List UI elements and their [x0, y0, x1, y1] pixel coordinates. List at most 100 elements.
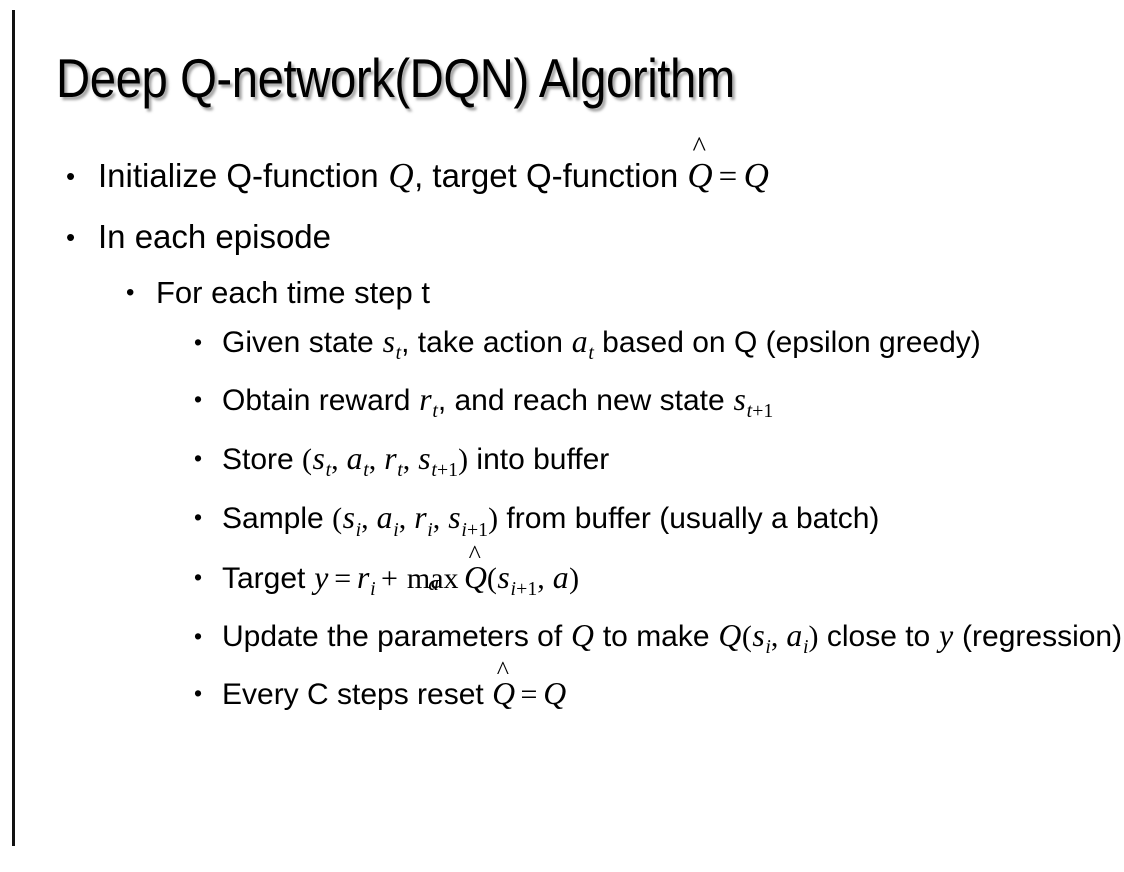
bullet-marker: •	[194, 563, 203, 590]
bullet-text: In each episode	[98, 218, 332, 255]
math-sep: ,	[537, 561, 553, 595]
math-var-s: s	[448, 500, 461, 536]
bullet-for-each-time-step: • For each time step t	[0, 267, 1124, 319]
bullet-sample-batch: • Sample (si, ai, ri, si+1) from buffer …	[0, 494, 1124, 553]
math-var-q: Q	[543, 675, 567, 711]
math-qhat-base: Q	[687, 156, 713, 195]
math-equals: =	[718, 159, 738, 195]
math-paren-open: (	[486, 561, 497, 595]
bullet-text-tail: (regression)	[953, 619, 1123, 653]
math-qhat: ^Q	[492, 657, 516, 717]
bullet-text-pre: Initialize Q-function	[98, 157, 388, 194]
math-var-a: a	[786, 617, 803, 653]
bullet-text-mid: to make	[594, 619, 718, 653]
math-var-q2: Q	[743, 156, 769, 195]
math-qhat: ^Q	[463, 541, 487, 601]
math-sub-i: i	[355, 518, 362, 541]
math-sep: ,	[361, 502, 377, 536]
math-sub-t: t	[431, 459, 437, 482]
math-sub-t: t	[432, 400, 438, 423]
math-var-s: s	[497, 559, 510, 595]
bullet-marker: •	[194, 622, 203, 649]
math-var-q: Q	[571, 617, 594, 653]
math-paren-open: (	[302, 443, 313, 477]
math-var-q2: Q	[718, 617, 742, 653]
math-sub-t: t	[325, 459, 332, 482]
math-var-a: a	[571, 324, 588, 359]
math-paren-open: (	[741, 619, 752, 653]
math-var-s: s	[312, 441, 325, 477]
math-paren-close: )	[488, 502, 499, 536]
math-sub-i: i	[765, 635, 771, 658]
math-var-y: y	[314, 559, 329, 595]
math-hat-accent: ^	[468, 539, 481, 569]
math-paren-open: (	[332, 502, 343, 536]
math-max-label: max	[406, 561, 459, 595]
bullet-text: For each time step t	[156, 275, 430, 310]
bullet-marker: •	[194, 679, 203, 706]
math-sep: ,	[398, 502, 414, 536]
math-sep: ,	[432, 502, 448, 536]
math-var-a: a	[346, 441, 363, 477]
math-sub-t: t	[395, 342, 402, 365]
math-sub-t: t	[588, 342, 594, 365]
bullet-given-state: • Given state st, take action at based o…	[0, 319, 1124, 376]
bullet-marker: •	[126, 279, 135, 306]
bullet-text: Given state st, take action at based on …	[222, 324, 981, 364]
math-var-s: s	[418, 441, 431, 477]
bullet-text-mid: , and reach new state	[437, 384, 734, 418]
bullet-update-parameters: • Update the parameters of Q to make Q(s…	[0, 613, 1124, 670]
math-equals: =	[334, 561, 352, 595]
math-var-y: y	[939, 617, 954, 653]
math-equals: =	[520, 677, 538, 711]
math-hat-accent: ^	[692, 130, 706, 163]
bullet-initialize: • Initialize Q-function Q, target Q-func…	[0, 133, 1124, 207]
bullet-reset-target-network: • Every C steps reset ^Q=Q	[0, 657, 1124, 718]
math-sub-i: i	[427, 518, 433, 541]
bullet-text-mid: , take action	[401, 326, 572, 359]
math-sep: ,	[368, 443, 384, 477]
math-sub-i: i	[510, 577, 516, 600]
bullet-store-transition: • Store (st, at, rt, st+1) into buffer	[0, 435, 1124, 494]
math-sub-t: t	[363, 459, 369, 482]
bullet-text-pre: Sample	[222, 502, 333, 536]
bullet-text-pre: Obtain reward	[222, 384, 419, 418]
math-sub-plus-one: +1	[516, 577, 538, 600]
math-sub-i: i	[461, 518, 467, 541]
bullet-text-mid: , target Q-function	[414, 157, 688, 194]
bullet-marker: •	[194, 445, 203, 472]
math-var-r: r	[414, 500, 427, 536]
math-sub-plus-one: +1	[467, 518, 489, 541]
math-var-r: r	[419, 382, 432, 418]
bullet-text: Every C steps reset ^Q=Q	[222, 657, 567, 711]
math-var-s: s	[752, 617, 765, 653]
bullet-text-post: close to	[818, 619, 939, 653]
bullet-text-pre: Update the parameters of	[222, 619, 571, 653]
math-var-s: s	[733, 382, 746, 418]
math-var-a: a	[376, 500, 393, 536]
math-sub-i: i	[393, 518, 399, 541]
bullet-text: Sample (si, ai, ri, si+1) from buffer (u…	[222, 500, 879, 540]
bullet-text-pre: Every C steps reset	[222, 677, 493, 711]
bullet-text: Update the parameters of Q to make Q(si,…	[222, 617, 1123, 658]
math-qhat-base: Q	[492, 675, 516, 711]
math-qhat-base: Q	[463, 559, 487, 595]
bullet-text: Obtain reward rt, and reach new state st…	[222, 382, 773, 422]
bullet-marker: •	[66, 161, 76, 191]
math-sep: ,	[331, 443, 347, 477]
bullet-marker: •	[194, 386, 203, 413]
bullet-obtain-reward: • Obtain reward rt, and reach new state …	[0, 376, 1124, 435]
bullet-in-each-episode: • In each episode	[0, 207, 1124, 267]
bullet-text: Initialize Q-function Q, target Q-functi…	[98, 133, 769, 195]
math-var-r: r	[357, 559, 370, 595]
page-title: Deep Q-network(DQN) Algorithm	[56, 47, 735, 109]
math-sep: ,	[402, 443, 418, 477]
math-var-s: s	[382, 324, 395, 359]
bullet-text-pre: Target	[222, 561, 314, 595]
bullet-text-pre: Given state	[222, 326, 383, 359]
math-sub-plus-one: +1	[437, 459, 459, 482]
